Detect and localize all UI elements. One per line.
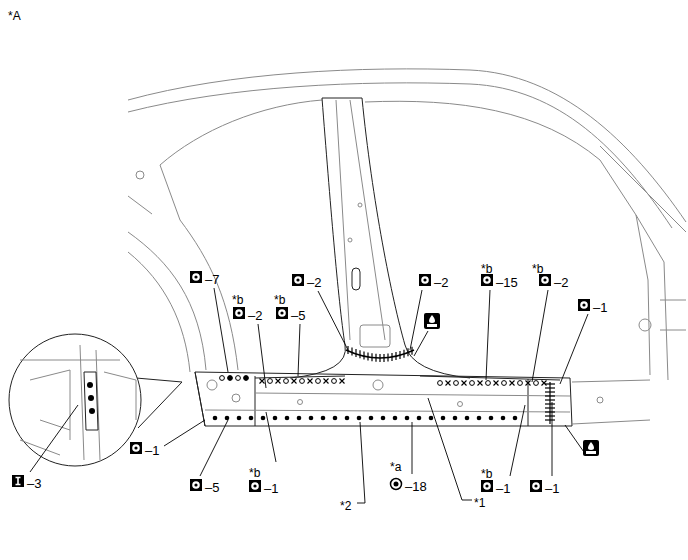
leader-line [428, 398, 472, 500]
leader-line [552, 402, 553, 476]
label-holder: –3 [27, 474, 41, 492]
sealer-icon [424, 313, 440, 329]
center-pillar [290, 98, 470, 390]
callout-number: *b [274, 293, 285, 307]
spot-weld-symbol [233, 307, 245, 319]
spot-weld-symbol [276, 307, 288, 319]
callout-number: –7 [205, 273, 219, 287]
figure-tag: *A [8, 9, 21, 23]
spot-weld-symbol [578, 299, 590, 311]
leader-line [30, 405, 78, 472]
sealer-icon [583, 440, 599, 456]
callout-number: –18 [405, 480, 427, 494]
callout-number: –1 [545, 482, 559, 496]
label-holder: *b [481, 259, 492, 277]
leader-line [510, 405, 525, 476]
spot-weld-symbol [190, 479, 202, 491]
leader-line [412, 422, 413, 474]
callout-number: *a [390, 460, 401, 474]
callout-number: –2 [434, 276, 448, 290]
callout-number: –1 [264, 482, 278, 496]
weld-marks [220, 376, 547, 386]
label-holder: –1 [496, 479, 510, 497]
label-holder: *b [274, 290, 285, 308]
label-holder: –5 [205, 478, 219, 496]
weld-circle-symbol [391, 479, 402, 490]
callout-number: *b [232, 293, 243, 307]
label-holder: –15 [496, 273, 518, 291]
leader-line [410, 290, 422, 350]
leader-line [357, 422, 365, 503]
label-holder: *b [532, 259, 543, 277]
callout-number: *b [481, 467, 492, 481]
callout-number: –15 [496, 276, 518, 290]
inset-detail [9, 334, 182, 466]
label-holder: *2 [340, 496, 351, 514]
spot-weld-symbol [419, 274, 431, 286]
body-outline [128, 69, 686, 380]
callout-number: –1 [145, 444, 159, 458]
callout-number: –5 [205, 481, 219, 495]
callout-number: *b [249, 466, 260, 480]
leader-line [565, 425, 586, 455]
leader-line [200, 420, 228, 476]
bolt-symbol [12, 475, 24, 487]
label-holder: –7 [205, 270, 219, 288]
spot-weld-symbol [292, 274, 304, 286]
label-holder: –2 [307, 273, 321, 291]
label-holder: *b [232, 290, 243, 308]
leader-line [214, 288, 228, 372]
sealer-icons [424, 313, 599, 456]
leader-line [298, 324, 300, 376]
label-holder: *1 [474, 493, 485, 511]
spot-weld-symbol [190, 271, 202, 283]
spot-weld-symbol [249, 480, 261, 492]
callout-number: –5 [291, 309, 305, 323]
leader-line [318, 291, 348, 350]
callout-number: –2 [554, 276, 568, 290]
leader-line [532, 290, 548, 382]
label-holder: *A [8, 6, 21, 24]
label-holder: –2 [434, 273, 448, 291]
label-holder: *a [390, 457, 401, 475]
callout-number: *1 [474, 496, 485, 510]
label-holder: –2 [248, 306, 262, 324]
callout-number: –2 [248, 309, 262, 323]
leader-line [164, 420, 205, 446]
leader-line [266, 412, 276, 462]
spot-weld-symbol [481, 480, 493, 492]
callout-number: *2 [340, 499, 351, 513]
spot-weld-symbol [530, 480, 542, 492]
label-holder: –2 [554, 273, 568, 291]
callout-number: –1 [593, 301, 607, 315]
label-holder: –5 [291, 306, 305, 324]
spot-weld-symbol [130, 442, 142, 454]
leader-line [258, 324, 266, 388]
callout-number: –3 [27, 477, 41, 491]
callout-number: *b [532, 262, 543, 276]
callout-number: *b [481, 262, 492, 276]
leader-line [560, 314, 588, 384]
label-holder: –18 [405, 477, 427, 495]
label-holder: –1 [264, 479, 278, 497]
label-holder: –1 [145, 441, 159, 459]
rocker-panel [195, 372, 650, 426]
label-holder: –1 [545, 479, 559, 497]
callout-number: –1 [496, 482, 510, 496]
leader-line [486, 290, 490, 380]
label-holder: *b [249, 463, 260, 481]
weld-points [213, 416, 518, 421]
leader-line [414, 331, 428, 356]
weld-symbols [12, 271, 590, 492]
label-holder: –1 [593, 298, 607, 316]
label-holder: *b [481, 464, 492, 482]
callout-number: –2 [307, 276, 321, 290]
leader-lines [30, 288, 588, 503]
